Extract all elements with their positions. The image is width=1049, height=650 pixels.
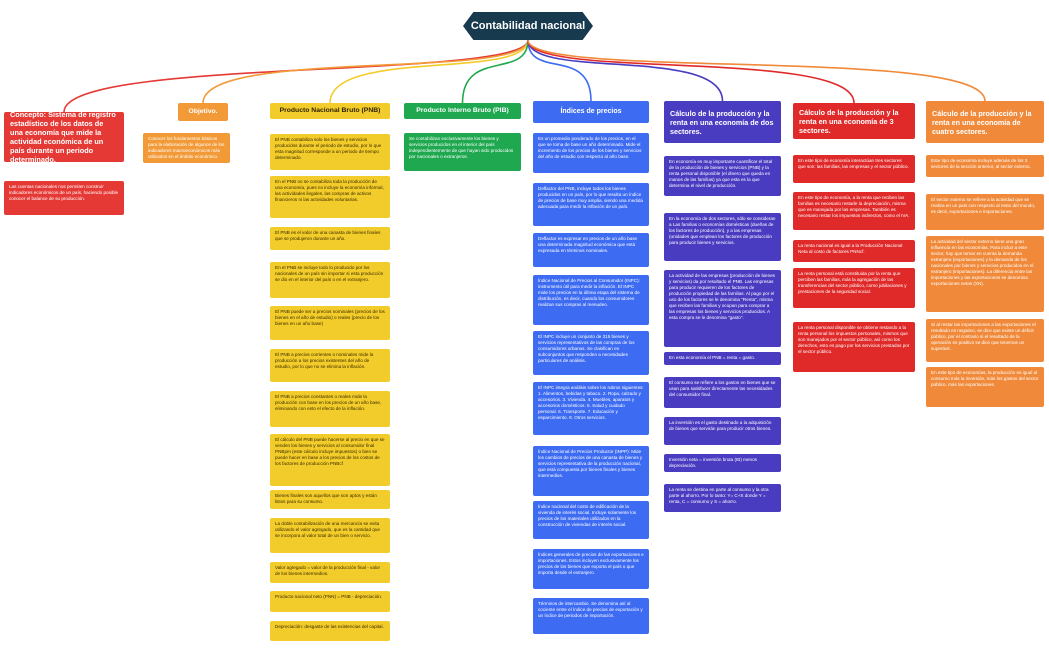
- card-cuatro_sectores-4[interactable]: Si al restar las importaciones a las exp…: [926, 319, 1044, 362]
- heading-cuatro_sectores[interactable]: Cálculo de la producción y la renta en u…: [926, 101, 1044, 143]
- card-tres_sectores-4[interactable]: La renta personal está constituida por l…: [793, 268, 915, 308]
- connector-dos_sectores: [527, 39, 724, 102]
- card-pnb-11[interactable]: Valor agregado = valor de la producción …: [270, 562, 390, 583]
- card-dos_sectores-7[interactable]: Inversión neta = inversión bruta (IB) me…: [664, 454, 781, 472]
- card-tres_sectores-2[interactable]: En este tipo de economía, a la renta que…: [793, 192, 915, 230]
- heading-pnb[interactable]: Producto Nacional Bruto (PNB): [270, 103, 390, 119]
- card-objetivo-1[interactable]: Conocer los fundamentos básicos para la …: [143, 133, 230, 163]
- card-pnb-3[interactable]: El PNB es el valor de una canasta de bie…: [270, 227, 390, 250]
- card-pnb-4[interactable]: En el PNB se incluye todo lo producido p…: [270, 262, 390, 298]
- card-cuatro_sectores-1[interactable]: Este tipo de economía incluye además de …: [926, 155, 1044, 177]
- card-indices-10[interactable]: Términos de intercambio. Se denomina así…: [533, 598, 649, 634]
- card-indices-1[interactable]: Es un promedio ponderado de los precios,…: [533, 133, 649, 173]
- card-cuatro_sectores-5[interactable]: En este tipo de economías, la producción…: [926, 367, 1044, 407]
- card-dos_sectores-8[interactable]: La renta se destina en parte al consumo …: [664, 484, 781, 512]
- card-dos_sectores-2[interactable]: En la economía de dos sectores, sólo se …: [664, 213, 781, 261]
- card-pnb-5[interactable]: El PNB puede ser a precios nominales (pr…: [270, 306, 390, 340]
- heading-tres_sectores[interactable]: Cálculo de la producción y la renta en u…: [793, 103, 915, 139]
- connector-pib: [461, 39, 529, 104]
- card-dos_sectores-4[interactable]: En esta economía el PNB = renta = gasto.: [664, 352, 781, 365]
- heading-concepto[interactable]: Concepto: Sistema de registro estadístic…: [4, 110, 124, 164]
- card-pnb-7[interactable]: El PNB a precios constantes o reales mid…: [270, 391, 390, 427]
- heading-indices[interactable]: Índices de precios: [533, 101, 649, 123]
- heading-pib[interactable]: Producto Interno Bruto (PIB): [404, 103, 521, 119]
- card-pnb-13[interactable]: Depreciación: desgaste de las existencia…: [270, 621, 390, 641]
- card-dos_sectores-3[interactable]: La actividad de las empresas (producción…: [664, 270, 781, 347]
- connector-cuatro_sectores: [527, 39, 986, 102]
- connector-pnb: [329, 39, 529, 104]
- card-pnb-8[interactable]: El cálculo del PNB puede hacerse al prec…: [270, 434, 390, 486]
- connector-objetivo: [202, 39, 529, 104]
- card-pnb-1[interactable]: El PNB contabiliza solo los bienes y ser…: [270, 134, 390, 170]
- card-tres_sectores-1[interactable]: En este tipo de economía interactúan tre…: [793, 155, 915, 183]
- card-pib-1[interactable]: Se contabilizan exclusivamente los biene…: [404, 133, 521, 171]
- card-dos_sectores-5[interactable]: El consumo se refiere a los gastos en bi…: [664, 377, 781, 408]
- card-indices-2[interactable]: Deflactor del PNB, incluye todos los bie…: [533, 183, 649, 226]
- card-concepto-1[interactable]: Las cuentas nacionales nos permiten cons…: [4, 181, 124, 215]
- connector-concepto: [63, 39, 529, 113]
- card-pnb-6[interactable]: El PNB a precios corrientes o nominales …: [270, 349, 390, 382]
- heading-objetivo[interactable]: Objetivo.: [178, 103, 228, 121]
- card-pnb-12[interactable]: Producto nacional neto (PNN) = PNB - dep…: [270, 591, 390, 612]
- card-indices-9[interactable]: Índices generales de precios de las expo…: [533, 549, 649, 589]
- card-indices-7[interactable]: Índice Nacional de Precios Productor (IN…: [533, 446, 649, 496]
- card-dos_sectores-6[interactable]: La inversión es el gasto destinado a la …: [664, 417, 781, 445]
- card-cuatro_sectores-3[interactable]: La actividad del sector externo tiene un…: [926, 236, 1044, 312]
- card-tres_sectores-3[interactable]: La renta nacional es igual a la Producci…: [793, 240, 915, 262]
- card-indices-3[interactable]: Deflactar es expresar en precios de un a…: [533, 233, 649, 267]
- card-indices-6[interactable]: El INPC integra análisis sobre los rubro…: [533, 382, 649, 435]
- card-pnb-2[interactable]: En el PNB no se contabiliza toda la prod…: [270, 176, 390, 218]
- card-dos_sectores-1[interactable]: En economía es muy importante cuantifica…: [664, 156, 781, 196]
- card-cuatro_sectores-2[interactable]: El sector externo se refiere a la activi…: [926, 194, 1044, 230]
- connector-indices: [527, 39, 592, 102]
- card-indices-5[interactable]: El INPC incluye un conjunto de 315 biene…: [533, 331, 649, 375]
- card-pnb-9[interactable]: Bienes finales son aquellos que son apto…: [270, 490, 390, 509]
- card-indices-4[interactable]: Índice Nacional de Precios al Consumidor…: [533, 275, 649, 325]
- connector-tres_sectores: [527, 39, 855, 104]
- root-title[interactable]: Contabilidad nacional: [463, 12, 593, 40]
- heading-dos_sectores[interactable]: Cálculo de la producción y la renta en u…: [664, 101, 781, 143]
- card-tres_sectores-5[interactable]: La renta personal disponible se obtiene …: [793, 322, 915, 372]
- card-pnb-10[interactable]: La doble contabilización de una mercancí…: [270, 518, 390, 553]
- card-indices-8[interactable]: Índice nacional del costo de edificación…: [533, 501, 649, 539]
